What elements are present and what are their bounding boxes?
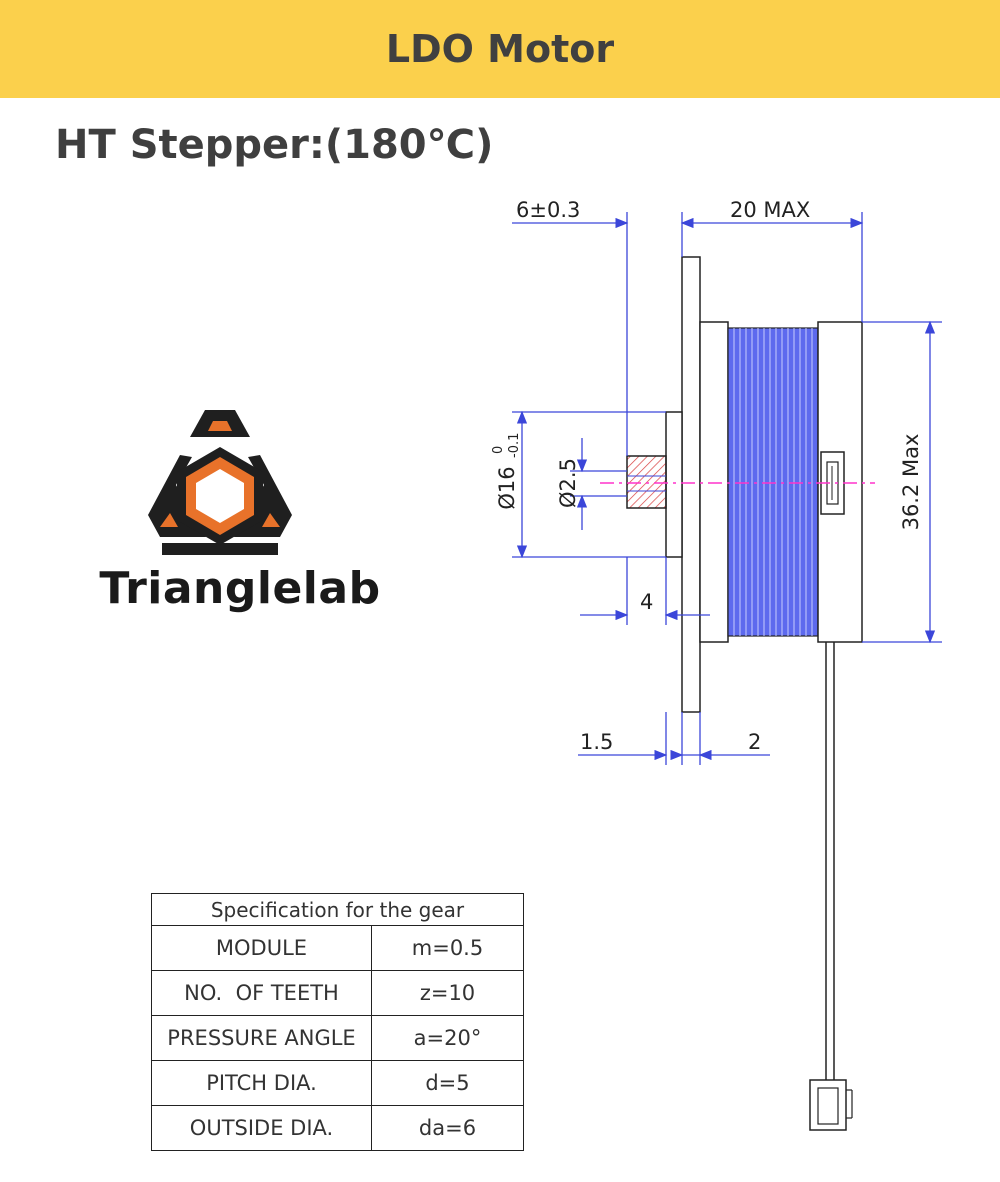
- spec-param: MODULE: [151, 925, 372, 971]
- spec-value: m=0.5: [371, 925, 524, 971]
- spec-value: da=6: [371, 1105, 524, 1151]
- boss: [665, 411, 683, 558]
- dim-boss-depth: 4: [640, 590, 653, 614]
- dim-boss-tolerance-lower: -0.1: [507, 433, 522, 458]
- product-subtitle: HT Stepper:(180℃): [55, 122, 494, 168]
- title-banner: LDO Motor: [0, 0, 1000, 98]
- coil-body: [727, 327, 819, 637]
- dim-flange-gap: 2: [748, 730, 761, 754]
- spec-value: a=20°: [371, 1015, 524, 1061]
- brand-logo: Trianglelab: [60, 395, 420, 635]
- gear-shaft: [626, 455, 667, 509]
- dim-boss-diameter-group: Ø16 0 -0.1: [491, 433, 522, 510]
- spec-param: NO. OF TEETH: [151, 970, 372, 1016]
- brand-name: Trianglelab: [99, 563, 381, 614]
- dim-flange-thickness: 1.5: [580, 730, 613, 754]
- spec-param: PITCH DIA.: [151, 1060, 372, 1106]
- spec-param: PRESSURE ANGLE: [151, 1015, 372, 1061]
- dim-body-length: 20 MAX: [730, 198, 810, 222]
- spec-value: z=10: [371, 970, 524, 1016]
- gear-spec-table: Specification for the gear MODULE m=0.5 …: [151, 893, 524, 1151]
- gear-spec-title: Specification for the gear: [151, 893, 524, 926]
- table-row: NO. OF TEETH z=10: [151, 970, 524, 1016]
- dim-boss-tolerance-upper: 0: [491, 446, 506, 454]
- dim-body-diameter: 36.2 Max: [899, 434, 923, 531]
- dim-shaft-length: 6±0.3: [516, 198, 580, 222]
- table-row: MODULE m=0.5: [151, 925, 524, 971]
- table-row: PRESSURE ANGLE a=20°: [151, 1015, 524, 1061]
- dim-shaft-diameter: Ø2.5: [556, 458, 580, 508]
- spec-value: d=5: [371, 1060, 524, 1106]
- triangle-hexagon-logo-icon: [148, 410, 292, 555]
- dim-boss-diameter: Ø16: [495, 466, 519, 509]
- table-row: PITCH DIA. d=5: [151, 1060, 524, 1106]
- page-title: LDO Motor: [385, 27, 615, 71]
- flange-plate: [681, 256, 701, 713]
- table-row: OUTSIDE DIA. da=6: [151, 1105, 524, 1151]
- spec-param: OUTSIDE DIA.: [151, 1105, 372, 1151]
- front-cap: [699, 321, 729, 643]
